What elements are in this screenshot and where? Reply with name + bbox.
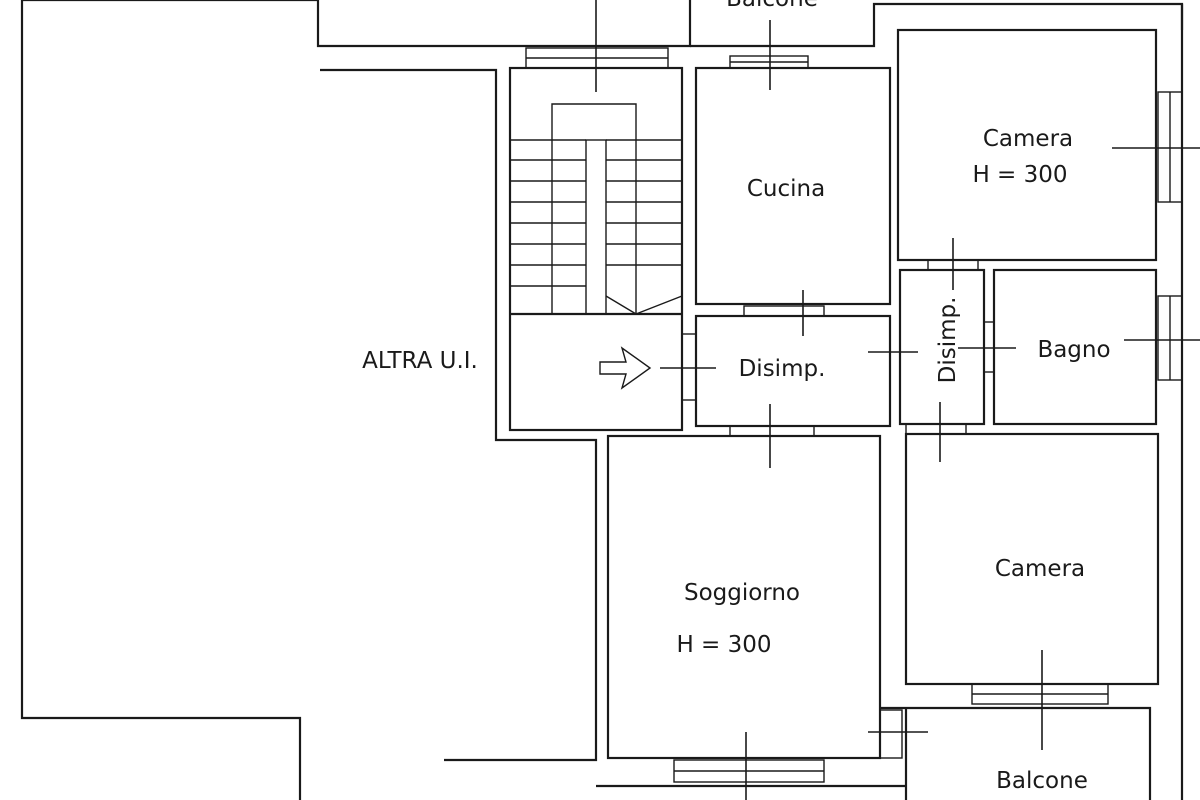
stairwell — [508, 0, 716, 432]
stairwell-frame — [508, 66, 684, 432]
altra-ui-outer-wall — [20, 0, 302, 800]
label-disimp-vertical: Disimp. — [935, 297, 961, 384]
camera-top-walls — [896, 28, 1158, 262]
label-balcone-bottom: Balcone — [996, 768, 1088, 794]
altra-ui-inner-boundary — [320, 68, 598, 762]
balcone-bottom-outline — [880, 706, 1152, 800]
label-soggiorno: Soggiorno — [684, 580, 800, 606]
altra-ui-top-wall — [22, 0, 692, 48]
label-altra-ui: ALTRA U.I. — [362, 348, 478, 374]
disimp-main-door-left — [681, 333, 697, 401]
label-disimp-main: Disimp. — [739, 356, 826, 382]
label-balcone-top: Balcone — [726, 0, 818, 12]
outer-walls — [20, 0, 1184, 800]
room-bagno — [983, 268, 1200, 426]
cucina-door — [743, 305, 825, 317]
stair-right-flight — [605, 139, 683, 315]
cucina-walls — [694, 66, 892, 306]
bagno-door — [983, 321, 995, 373]
room-camera-top — [896, 28, 1200, 271]
entrance-arrow-icon — [599, 346, 652, 390]
label-cucina: Cucina — [747, 176, 825, 202]
label-camera-top: Camera — [983, 126, 1073, 152]
camera-bottom-door-top — [905, 423, 967, 435]
stair-upper-landing — [551, 103, 637, 140]
room-cucina — [694, 20, 892, 336]
disimp-main-door-bottom — [729, 425, 815, 437]
label-camera-top-height: H = 300 — [972, 162, 1067, 188]
windows-top — [525, 47, 809, 69]
room-camera-bottom — [904, 423, 1160, 750]
label-soggiorno-height: H = 300 — [676, 632, 771, 658]
room-soggiorno — [606, 404, 928, 800]
stair-left-flight — [510, 139, 586, 314]
room-disimp-main — [681, 314, 918, 437]
soggiorno-door-right — [879, 709, 903, 759]
label-camera-bottom: Camera — [995, 556, 1085, 582]
room-labels: Balcone Cucina Camera H = 300 ALTRA U.I.… — [362, 0, 1110, 794]
label-bagno: Bagno — [1037, 337, 1110, 363]
stair-center-well — [585, 139, 607, 315]
